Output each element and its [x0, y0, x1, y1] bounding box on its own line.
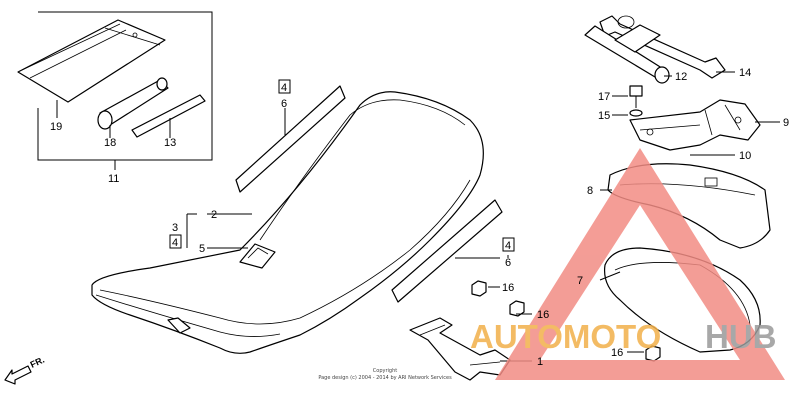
- label-5: 5: [199, 243, 205, 255]
- label-11: 11: [108, 173, 119, 185]
- label-18: 18: [104, 137, 116, 149]
- bolt-part: [629, 85, 643, 97]
- rod-part: [131, 94, 206, 138]
- seat-bracket-part: [629, 99, 761, 151]
- tool-kit-group: [17, 11, 213, 170]
- seat-part: [91, 91, 484, 354]
- watermark-triangle-icon: [495, 148, 785, 380]
- label-6-lower: 6: [505, 257, 511, 269]
- nut-group: [471, 280, 661, 362]
- label-13: 13: [164, 137, 176, 149]
- label-9: 9: [783, 117, 789, 129]
- label-2: 2: [211, 209, 217, 221]
- nut-part-a: [471, 280, 487, 297]
- watermark-text-part2: HUB: [705, 318, 777, 355]
- wrench-set-group: [584, 15, 726, 84]
- label-4-seat: 4: [172, 237, 178, 249]
- seat-clip-part: [239, 243, 276, 269]
- label-3: 3: [172, 222, 178, 234]
- label-16-c: 16: [611, 347, 623, 359]
- seat-strip-upper-part: [235, 85, 346, 193]
- label-4-lower: 4: [505, 240, 511, 252]
- washer-part: [629, 109, 643, 117]
- front-direction-label: FR.: [29, 355, 46, 370]
- seat-group: [91, 91, 484, 354]
- label-1: 1: [537, 356, 543, 368]
- label-7: 7: [577, 275, 583, 287]
- automotohub-watermark: AUTOMOTO HUB: [470, 148, 785, 380]
- copyright-line-2: Page design (c) 2004 - 2014 by ARI Netwo…: [318, 375, 452, 381]
- nut-part-b: [509, 300, 525, 317]
- seat-strip-lower-part: [391, 199, 503, 303]
- label-8: 8: [587, 185, 593, 197]
- label-6-upper: 6: [281, 98, 287, 110]
- label-15: 15: [598, 110, 610, 122]
- label-16-a: 16: [502, 282, 514, 294]
- tool-bag-part: [17, 19, 166, 103]
- bracket-group: [629, 85, 761, 151]
- front-direction-indicator: FR.: [4, 355, 46, 385]
- nut-part-c: [645, 345, 661, 362]
- watermark-text-part1: AUTOMOTO: [470, 318, 661, 355]
- label-4-upper: 4: [281, 82, 287, 94]
- label-17: 17: [598, 91, 610, 103]
- label-16-b: 16: [537, 309, 549, 321]
- copyright-line-1: Copyright: [373, 368, 397, 374]
- label-12: 12: [675, 71, 687, 83]
- front-arrow-icon: [4, 365, 32, 385]
- label-19: 19: [50, 121, 62, 133]
- part-number-labels: 1 2 3 4 5 4 6 4 6 7 8 9 10 11 12 13 14 1…: [50, 67, 789, 368]
- label-14: 14: [739, 67, 751, 79]
- label-10: 10: [739, 150, 751, 162]
